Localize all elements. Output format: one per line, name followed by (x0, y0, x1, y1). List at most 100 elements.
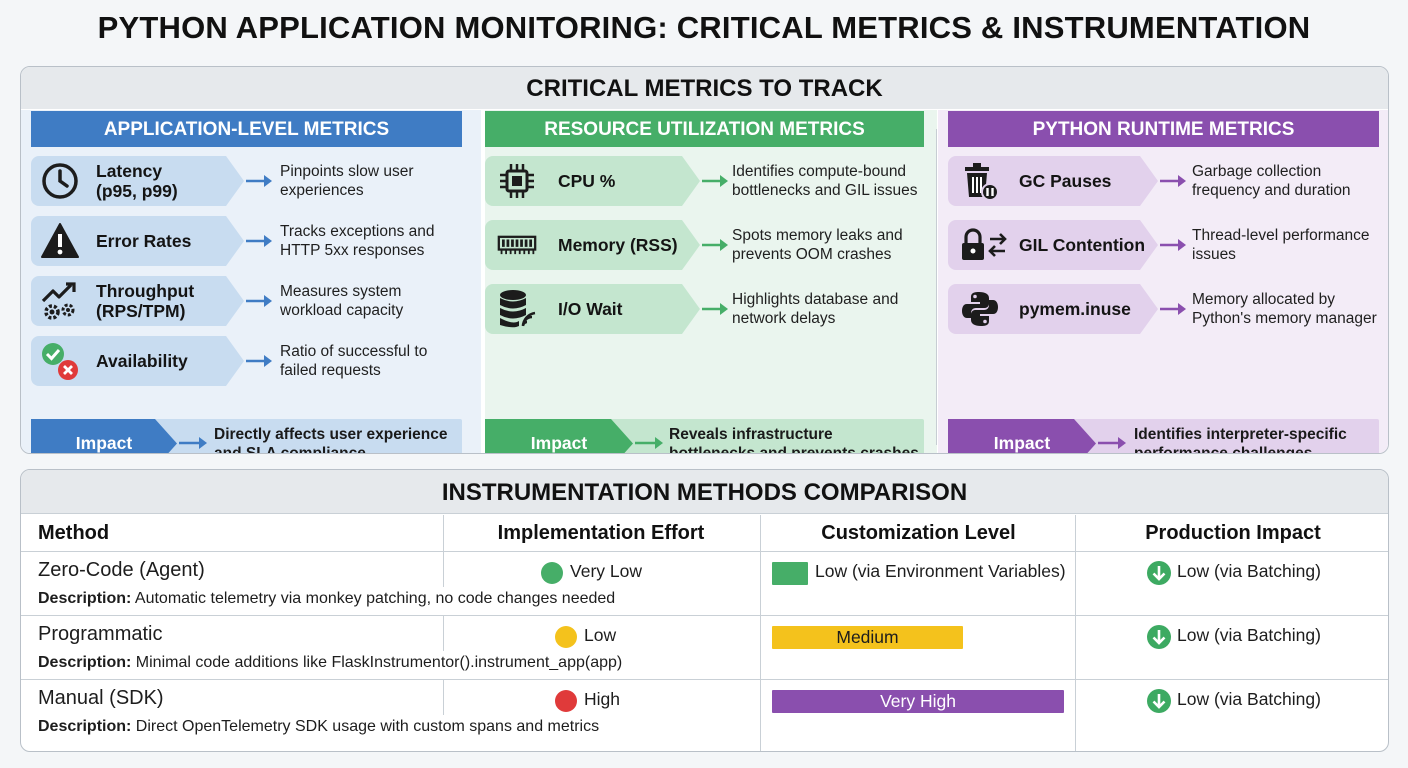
customization-bar: Very High (772, 690, 1064, 713)
arrow-right-icon (1160, 303, 1186, 315)
production-impact-label: Low (via Batching) (1177, 689, 1321, 709)
metric-throughput: Throughput (RPS/TPM) Measures system wor… (31, 276, 451, 326)
header-method: Method (38, 522, 110, 544)
customization-label: Low (via Environment Variables) (815, 561, 1066, 581)
method-name: Programmatic (38, 623, 163, 645)
arrow-down-circle-icon (1147, 689, 1171, 713)
metric-gc-pauses: GC Pauses Garbage collection frequency a… (948, 156, 1380, 206)
impact-label: Impact (485, 419, 633, 454)
metrics-section-title: CRITICAL METRICS TO TRACK (21, 67, 1388, 109)
table-row: Zero-Code (Agent) Description: Automatic… (21, 552, 1388, 616)
application-metrics-column: APPLICATION-LEVEL METRICS Latency (p95, … (21, 110, 481, 453)
warning-icon (40, 221, 80, 261)
arrow-right-icon (1160, 239, 1186, 251)
metric-description: Identifies compute-bound bottlenecks and… (732, 163, 918, 199)
header-customization-level: Customization Level (821, 522, 1016, 544)
method-name: Zero-Code (Agent) (38, 559, 205, 581)
impact-label: Impact (31, 419, 177, 454)
arrow-right-icon (246, 175, 272, 187)
metric-name: I/O Wait (558, 299, 623, 319)
effort-label: High (584, 689, 620, 709)
metric-latency: Latency (p95, p99) Pinpoints slow user e… (31, 156, 451, 206)
effort-indicator (555, 690, 577, 712)
arrow-right-icon (246, 355, 272, 367)
metric-io-wait: I/O Wait Highlights database and network… (485, 284, 925, 334)
arrow-right-icon (179, 437, 207, 449)
metric-description: Garbage collection frequency and duratio… (1192, 163, 1351, 199)
check-cross-icon (40, 341, 80, 381)
description-text: Direct OpenTelemetry SDK usage with cust… (135, 718, 600, 735)
effort-label: Low (584, 625, 617, 645)
impact-label: Impact (948, 419, 1096, 454)
arrow-right-icon (1160, 175, 1186, 187)
lock-swap-icon (960, 225, 1008, 265)
effort-label: Very Low (570, 561, 642, 581)
effort-indicator (541, 562, 563, 584)
metric-name: pymem.inuse (1019, 299, 1131, 319)
metric-name: GIL Contention (1019, 235, 1146, 255)
clock-icon (40, 161, 80, 201)
runtime-impact-bar: Impact Identifies interpreter-specific p… (948, 419, 1379, 454)
customization-bar: Medium (772, 626, 963, 649)
customization-swatch (772, 562, 808, 585)
metric-name: Throughput (RPS/TPM) (96, 281, 195, 321)
table-row: Programmatic Description: Minimal code a… (21, 616, 1388, 680)
arrow-down-circle-icon (1147, 561, 1171, 585)
arrow-right-icon (246, 295, 272, 307)
metric-cpu: CPU % Identifies compute-bound bottlenec… (485, 156, 925, 206)
table-row: Manual (SDK) Description: Direct OpenTel… (21, 680, 1388, 744)
column-title: APPLICATION-LEVEL METRICS (31, 111, 462, 147)
metric-name: Memory (RSS) (558, 235, 678, 255)
arrow-right-icon (246, 235, 272, 247)
metric-description: Measures system workload capacity (280, 283, 404, 319)
resource-metrics-column: RESOURCE UTILIZATION METRICS CPU % Ident… (485, 110, 937, 453)
python-icon (960, 289, 1000, 329)
column-title: PYTHON RUNTIME METRICS (948, 111, 1379, 147)
table-header-row: Method Implementation Effort Customizati… (21, 515, 1388, 552)
metric-description: Ratio of successful to failed requests (280, 343, 428, 379)
metric-name: Error Rates (96, 231, 192, 251)
instrumentation-title: INSTRUMENTATION METHODS COMPARISON (21, 470, 1388, 514)
metric-name: Availability (96, 351, 188, 371)
arrow-right-icon (702, 303, 728, 315)
metric-description: Tracks exceptions and HTTP 5xx responses (280, 223, 435, 259)
metric-error-rates: Error Rates Tracks exceptions and HTTP 5… (31, 216, 451, 266)
method-description: Description: Automatic telemetry via mon… (38, 590, 615, 608)
metric-description: Memory allocated by Python's memory mana… (1192, 291, 1377, 327)
effort-indicator (555, 626, 577, 648)
production-impact-label: Low (via Batching) (1177, 561, 1321, 581)
metric-availability: Availability Ratio of successful to fail… (31, 336, 451, 386)
method-description: Description: Direct OpenTelemetry SDK us… (38, 718, 599, 736)
arrow-right-icon (635, 437, 663, 449)
arrow-down-circle-icon (1147, 625, 1171, 649)
arrow-right-icon (1098, 437, 1126, 449)
header-production-impact: Production Impact (1145, 522, 1321, 544)
metric-description: Spots memory leaks and prevents OOM cras… (732, 227, 903, 263)
cpu-icon (497, 161, 537, 201)
database-icon (497, 289, 537, 329)
header-implementation-effort: Implementation Effort (497, 522, 705, 544)
production-impact-label: Low (via Batching) (1177, 625, 1321, 645)
arrow-right-icon (702, 175, 728, 187)
resource-impact-bar: Impact Reveals infrastructure bottleneck… (485, 419, 924, 454)
application-impact-bar: Impact Directly affects user experience … (31, 419, 462, 454)
metric-name: GC Pauses (1019, 171, 1112, 191)
metric-name: Latency (p95, p99) (96, 161, 178, 201)
trend-gears-icon (40, 281, 80, 321)
metric-memory: Memory (RSS) Spots memory leaks and prev… (485, 220, 925, 270)
method-description: Description: Minimal code additions like… (38, 654, 622, 672)
metric-gil-contention: GIL Contention Thread-level performance … (948, 220, 1380, 270)
impact-text: Reveals infrastructure bottlenecks and p… (669, 426, 919, 454)
description-prefix: Description: (38, 718, 132, 735)
impact-text: Identifies interpreter-specific performa… (1134, 426, 1347, 454)
impact-text: Directly affects user experience and SLA… (214, 426, 448, 454)
arrow-right-icon (702, 239, 728, 251)
metric-description: Pinpoints slow user experiences (280, 163, 414, 199)
description-text: Automatic telemetry via monkey patching,… (134, 590, 616, 607)
runtime-metrics-column: PYTHON RUNTIME METRICS GC Pauses Garbage… (938, 110, 1388, 453)
metrics-panel: CRITICAL METRICS TO TRACK APPLICATION-LE… (20, 66, 1389, 454)
description-text: Minimal code additions like FlaskInstrum… (135, 654, 623, 671)
memory-chip-icon (497, 225, 537, 265)
description-prefix: Description: (38, 654, 132, 671)
metric-description: Highlights database and network delays (732, 291, 899, 327)
